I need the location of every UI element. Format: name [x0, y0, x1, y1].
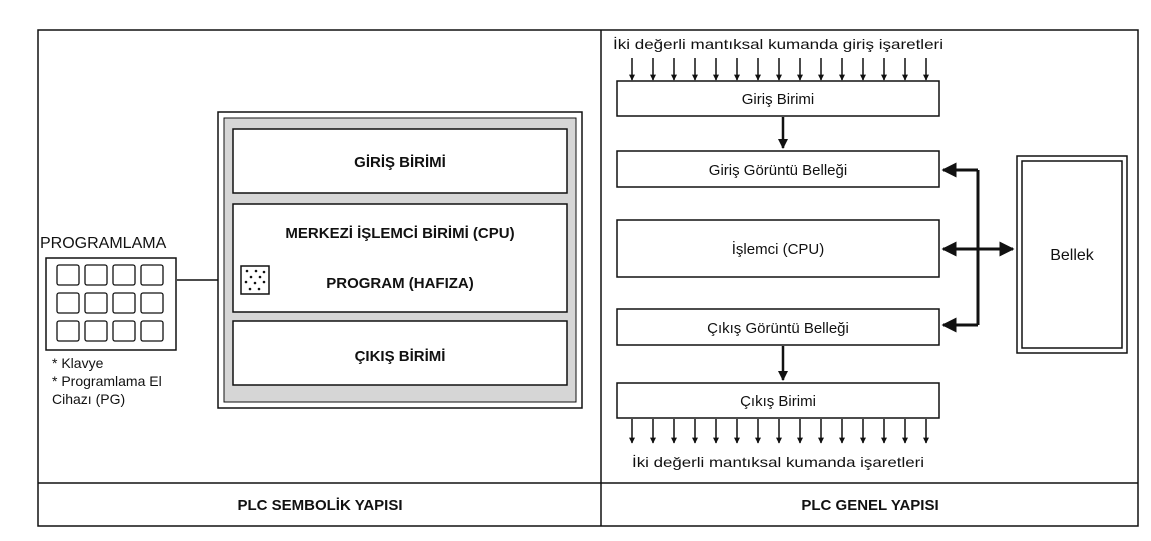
note-keyboard: * Klavye	[52, 355, 104, 371]
plc-cpu: MERKEZİ İŞLEMCİ BİRİMİ (CPU)	[285, 225, 514, 242]
output-unit-label: Çıkış Birimi	[740, 393, 816, 410]
note-pg: Cihazı (PG)	[52, 391, 125, 407]
input-unit-label: Giriş Birimi	[742, 91, 815, 108]
plc-program-memory: PROGRAM (HAFIZA)	[326, 275, 473, 292]
left-footer: PLC SEMBOLİK YAPISI	[237, 497, 402, 514]
output-image-label: Çıkış Görüntü Belleği	[707, 320, 849, 337]
plc-box	[217, 111, 583, 409]
processor-box	[616, 219, 940, 278]
plc-input-unit: GİRİŞ BİRİMİ	[354, 154, 446, 171]
plc-output-unit: ÇIKIŞ BİRİMİ	[355, 348, 446, 365]
output-unit-box	[616, 382, 940, 419]
output-signals-label: İki değerli mantıksal kumanda işaretleri	[632, 453, 924, 470]
input-unit-box	[616, 80, 940, 117]
input-signal-arrows	[629, 58, 929, 81]
input-signals-label: İki değerli mantıksal kumanda giriş işar…	[613, 35, 943, 52]
outer-frame	[37, 29, 1139, 527]
memory-box	[1016, 155, 1128, 354]
right-footer: PLC GENEL YAPISI	[801, 497, 938, 514]
input-image-label: Giriş Görüntü Belleği	[709, 162, 847, 179]
memory-bus	[941, 162, 1015, 333]
programming-title: PROGRAMLAMA	[40, 235, 167, 252]
output-image-box	[616, 308, 940, 346]
note-programming-device: * Programlama El	[52, 373, 162, 389]
memory-label: Bellek	[1050, 247, 1095, 264]
input-image-box	[616, 150, 940, 188]
processor-label: İşlemci (CPU)	[732, 240, 825, 258]
output-signal-arrows	[629, 419, 929, 444]
keypad-icon	[45, 257, 177, 351]
memory-chip-icon	[240, 265, 270, 295]
